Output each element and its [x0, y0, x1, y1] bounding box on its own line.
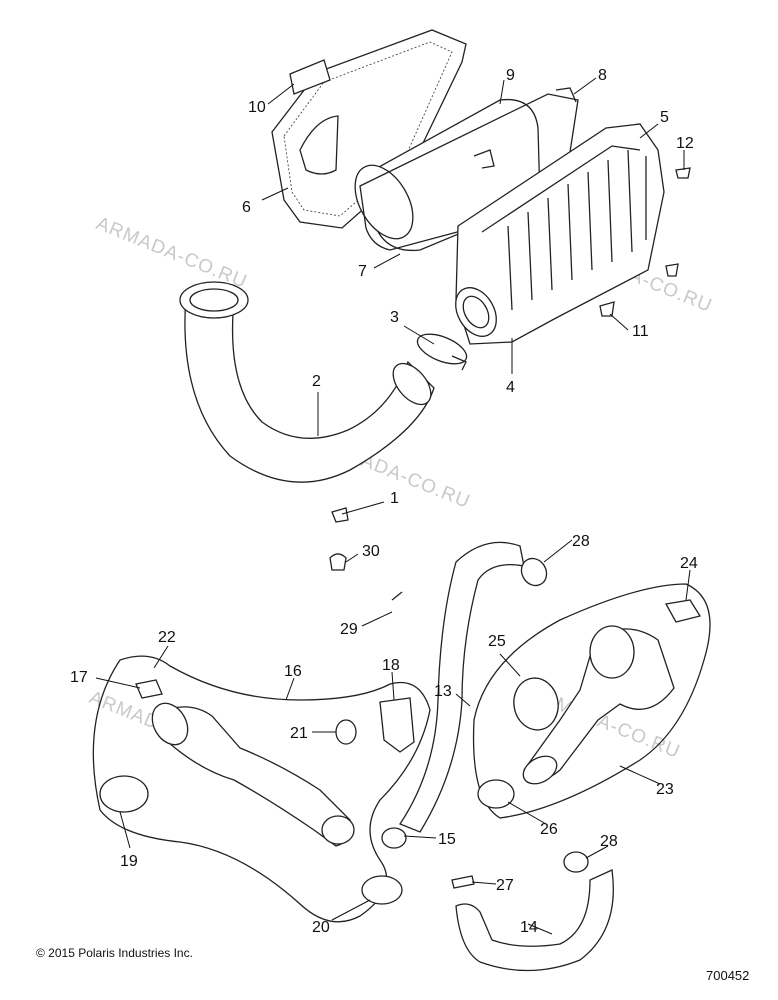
label-2: 2: [312, 373, 321, 390]
label-22: 22: [158, 629, 176, 646]
hose-14: [455, 869, 614, 972]
part-17: [135, 679, 163, 699]
label-6: 6: [242, 199, 251, 216]
label-20: 20: [312, 919, 330, 936]
label-25: 25: [488, 633, 506, 650]
label-12: 12: [676, 135, 694, 152]
clamps-right: [477, 599, 702, 809]
watermark-1: ARMADA-CO.RU: [93, 213, 250, 293]
part-27: [451, 875, 475, 889]
duct-23: [522, 625, 675, 785]
label-1: 1: [390, 490, 399, 507]
label-10: 10: [248, 99, 266, 116]
label-3: 3: [390, 309, 399, 326]
label-16: 16: [284, 663, 302, 680]
outline-23: [472, 583, 711, 819]
intake-duct: [179, 281, 435, 483]
label-23: 23: [656, 781, 674, 798]
label-19: 19: [120, 853, 138, 870]
label-28-upper: 28: [572, 533, 590, 550]
label-26: 26: [540, 821, 558, 838]
part-labels: 1 2 3 4 5 6 7 8 9 10 11 12 13 14 15 16 1…: [70, 67, 698, 936]
label-28-lower: 28: [600, 833, 618, 850]
label-21: 21: [290, 725, 308, 742]
label-27: 27: [496, 877, 514, 894]
label-4: 4: [506, 379, 515, 396]
label-18: 18: [382, 657, 400, 674]
part-18: [379, 697, 415, 753]
clamp-19: [99, 775, 149, 813]
copyright-notice: © 2015 Polaris Industries Inc.: [36, 946, 193, 960]
clamp-21: [335, 719, 357, 745]
label-17: 17: [70, 669, 88, 686]
outline-16: [92, 655, 431, 923]
airbox-base: [455, 123, 665, 345]
label-30: 30: [362, 543, 380, 560]
airbox-cover: [271, 29, 467, 229]
clamp-15: [381, 827, 407, 849]
label-11: 11: [632, 323, 649, 340]
duct-16: [151, 702, 355, 847]
fasteners: [599, 167, 691, 317]
label-5: 5: [660, 109, 669, 126]
small-parts: [329, 507, 403, 601]
leader-lines: [95, 77, 691, 935]
label-29: 29: [340, 621, 358, 638]
clamp-20: [361, 875, 403, 905]
label-15: 15: [438, 831, 456, 848]
label-13: 13: [434, 683, 452, 700]
label-24: 24: [680, 555, 698, 572]
label-7: 7: [358, 263, 367, 280]
clamp-3: [416, 333, 468, 371]
label-14: 14: [520, 919, 538, 936]
clamp-28-lower: [563, 851, 589, 873]
drawing-number: 700452: [706, 968, 750, 983]
label-9: 9: [506, 67, 515, 84]
label-8: 8: [598, 67, 607, 84]
clamp-28-upper: [520, 557, 548, 587]
